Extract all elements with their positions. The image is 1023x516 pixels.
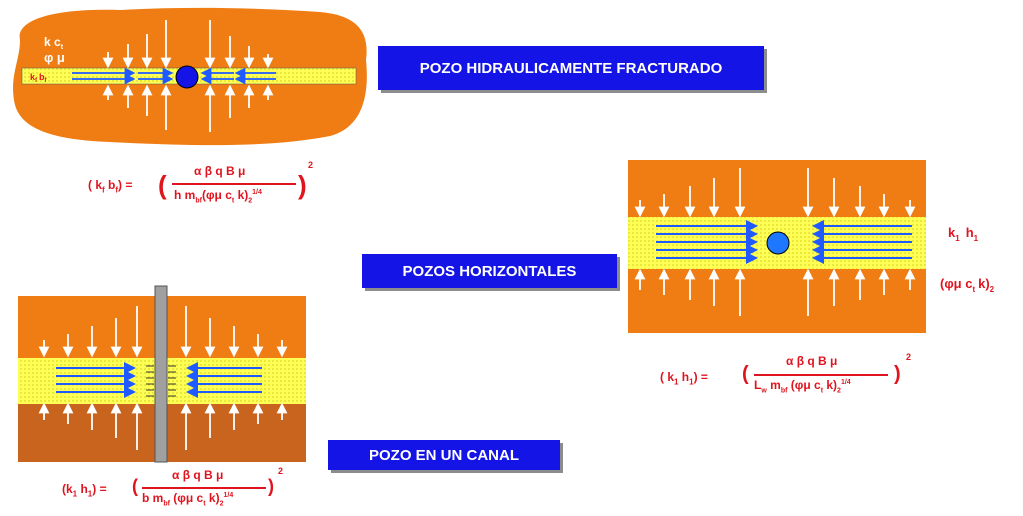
formula-horizontal-close: )	[894, 363, 901, 385]
formula-channel-exp: 2	[278, 466, 284, 476]
formula-channel-bar	[142, 487, 266, 489]
wellbore	[175, 65, 199, 89]
formula-fractured-lhs: ( kf bf) =	[88, 178, 133, 195]
perm-label: k ct	[44, 35, 64, 51]
formula-channel-lhs: (k1 h1) =	[62, 482, 107, 499]
formula-channel-open: (	[132, 476, 138, 496]
formula-horizontal-open: (	[742, 363, 749, 385]
channel-flow-arrows	[56, 362, 262, 398]
formula-channel-close: )	[268, 476, 274, 496]
formula-horizontal-num: α β q B μ	[786, 354, 838, 368]
formula-channel-den: b mbf (φμ ct k)21/4	[142, 491, 234, 508]
lower-layer	[628, 269, 926, 333]
phi-mu-label: φ μ	[44, 50, 65, 65]
channel-well-diagram	[18, 285, 306, 463]
formula-fractured: ( kf bf) = ( α β q B μ h mbf(φμ ct k)21/…	[88, 160, 328, 220]
title-fractured-well: POZO HIDRAULICAMENTE FRACTURADO	[378, 46, 764, 90]
title-channel-well: POZO EN UN CANAL	[328, 440, 560, 470]
formula-horizontal-exp: 2	[906, 352, 912, 362]
fractured-inflow-arrows-top	[102, 20, 274, 69]
fracture-flow-arrows	[72, 67, 276, 85]
formula-fractured-den: h mbf(φμ ct k)21/4	[174, 188, 262, 205]
channel-inflow-arrows-top	[38, 306, 288, 358]
perforations	[146, 365, 176, 397]
upper-layer	[628, 160, 926, 217]
formula-fractured-bar	[172, 183, 296, 185]
horizontal-inflow-arrows-top	[634, 168, 916, 218]
channel-inflow-arrows-bottom	[38, 402, 288, 450]
fractured-inflow-arrows-bottom	[102, 84, 274, 132]
formula-horizontal-bar	[754, 374, 888, 376]
formula-horizontal-lhs: ( k1 h1) =	[660, 370, 708, 387]
vertical-wellbore	[154, 285, 168, 463]
horizontal-flow-arrows	[656, 220, 912, 264]
formula-fractured-open: (	[158, 170, 167, 200]
formula-fractured-close: )	[298, 170, 307, 200]
formula-fractured-exp: 2	[308, 160, 314, 170]
formula-fractured-num: α β q B μ	[194, 164, 246, 178]
horizontal-inflow-arrows-bottom	[634, 268, 916, 316]
formula-horizontal: ( k1 h1) = ( α β q B μ Lw mbf (φμ ct k)2…	[660, 350, 920, 410]
formula-channel: (k1 h1) = ( α β q B μ b mbf (φμ ct k)21/…	[62, 466, 292, 516]
formula-horizontal-den: Lw mbf (φμ ct k)21/4	[754, 378, 851, 395]
title-horizontal-wells: POZOS HORIZONTALES	[362, 254, 617, 288]
formula-channel-num: α β q B μ	[172, 468, 224, 482]
horizontal-wellbore	[766, 231, 790, 255]
